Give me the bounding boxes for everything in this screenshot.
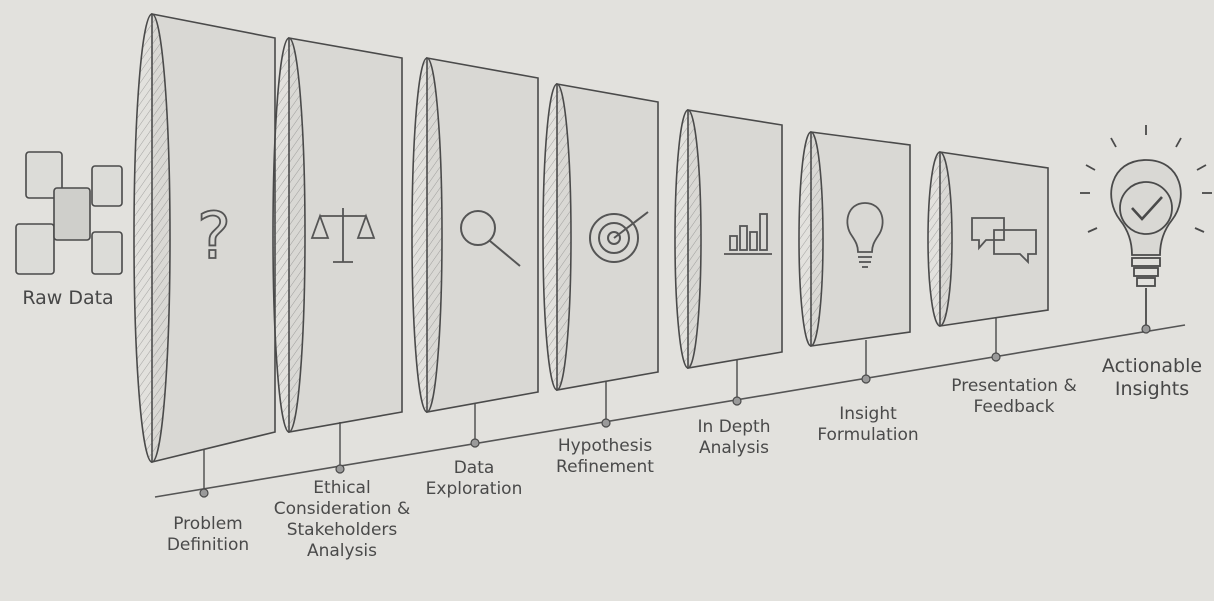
lightbulb-icon [846,202,884,268]
stage-label-7: Presentation & Feedback [951,376,1077,417]
funnel-segment-3 [411,57,539,448]
stage-label-3: Data Exploration [425,458,523,499]
stage-label-2: Ethical Consideration & Stakeholders Ana… [273,478,411,561]
stage-label-5: In Depth Analysis [697,417,771,458]
funnel-segment-1: ? [133,13,276,498]
funnel-segment-6 [798,131,911,384]
stage-label-1: Problem Definition [166,514,250,555]
funnel-segment-2 [272,37,403,474]
stage-label-4: Hypothesis Refinement [556,436,654,477]
raw-data-documents-icon [15,151,123,275]
actionable-insights-label: Actionable Insights [1101,355,1203,400]
raw-data-label: Raw Data [22,287,114,309]
stage-label-6: Insight Formulation [817,404,919,445]
funnel-segment-4 [542,83,659,428]
actionable-insights-bulb-icon [1080,125,1212,334]
scales-icon [310,208,376,263]
bar-chart-icon [724,213,772,255]
timeline-line [154,324,1186,498]
funnel-segment-5 [674,109,783,406]
speech-bubbles-icon [971,217,1037,265]
magnifier-icon [460,210,521,267]
svg-text:?: ? [197,200,231,274]
target-icon [589,211,649,263]
question-mark-icon: ? [196,199,232,275]
funnel-segment-7 [927,151,1049,362]
